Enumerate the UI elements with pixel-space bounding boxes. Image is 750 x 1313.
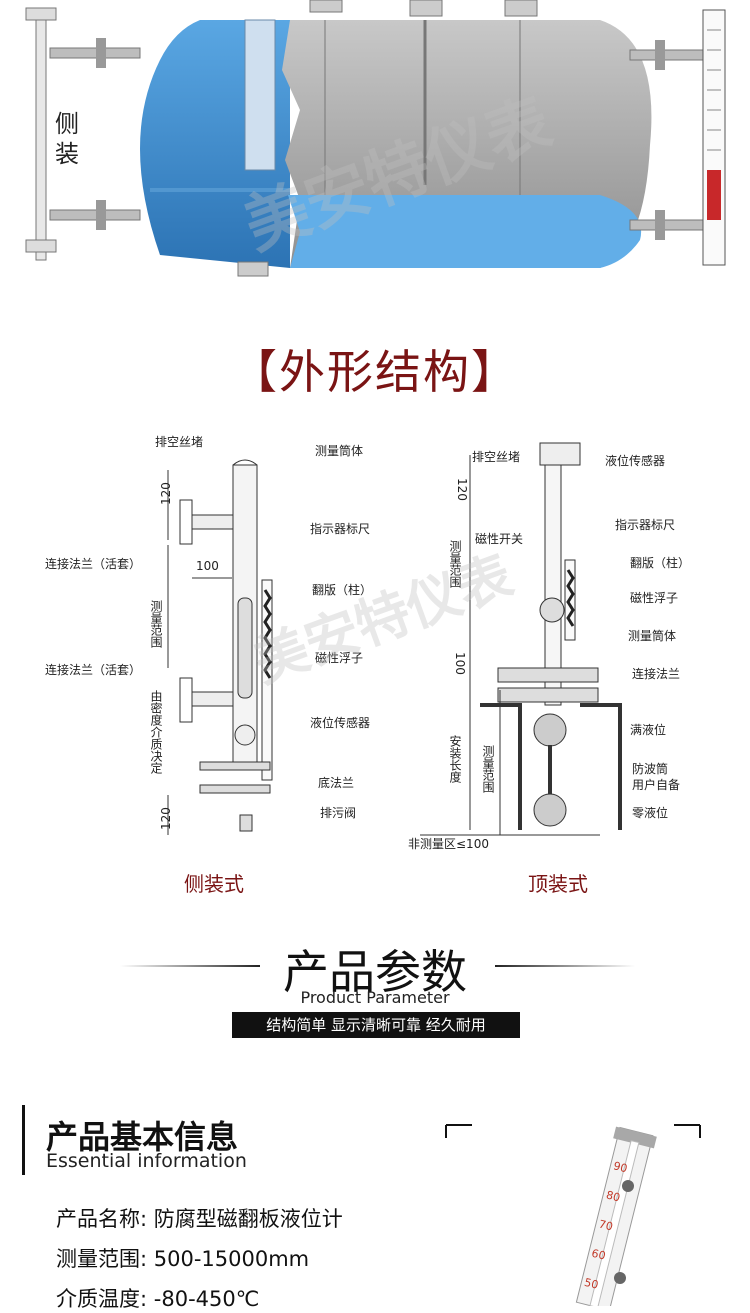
product-photo: 90 80 70 60 50 xyxy=(445,1124,701,1306)
spec-row: 介质温度: -80-450℃ xyxy=(56,1283,259,1313)
side-mount-drawing xyxy=(167,459,273,835)
label-indicator-scale: 指示器标尺 xyxy=(310,521,370,536)
top-mount-caption: 顶装式 xyxy=(528,872,588,896)
scale-mark: 80 xyxy=(605,1188,622,1204)
label-flap: 翻版（柱） xyxy=(312,582,372,597)
divider-left xyxy=(120,965,260,967)
spec-label: 介质温度: xyxy=(56,1287,148,1311)
params-tagline: 结构简单 显示清晰可靠 经久耐用 xyxy=(232,1012,520,1038)
section-title: 【外形结构】 xyxy=(231,345,519,399)
label-float: 磁性浮子 xyxy=(315,650,363,665)
top-label-flap: 翻版（柱） xyxy=(630,555,690,570)
label-density-note: 由密度介质决定 xyxy=(149,690,163,775)
top-label-flange: 连接法兰 xyxy=(632,666,680,681)
scale-mark: 70 xyxy=(597,1218,614,1234)
top-label-float: 磁性浮子 xyxy=(630,590,678,605)
info-subtitle: Essential information xyxy=(46,1150,247,1172)
label-vent-plug: 排空丝堵 xyxy=(155,435,203,449)
spec-label: 产品名称: xyxy=(56,1207,148,1231)
spec-value: 防腐型磁翻板液位计 xyxy=(153,1207,343,1231)
side-label-2: 装 xyxy=(55,140,79,168)
label-bottom-flange: 底法兰 xyxy=(318,775,354,790)
spec-value: 500-15000mm xyxy=(153,1247,310,1271)
info-accent-bar xyxy=(22,1105,25,1175)
top-label-install-length: 安装长度 xyxy=(448,734,462,783)
scale-mark: 50 xyxy=(583,1276,600,1292)
top-label-wave-tube-1: 防波筒 xyxy=(632,761,668,776)
label-tube: 测量筒体 xyxy=(315,443,363,458)
top-label-measure-range-2: 测量范围 xyxy=(481,745,495,793)
dim-120-bottom: 120 xyxy=(159,807,173,830)
params-title: 产品参数 xyxy=(283,945,467,999)
top-label-zero-level: 零液位 xyxy=(632,805,668,820)
top-label-non-measure: 非测量区≤100 xyxy=(408,837,489,851)
scale-mark: 90 xyxy=(612,1159,629,1175)
corner-mark-right xyxy=(674,1124,701,1138)
label-sensor: 液位传感器 xyxy=(310,715,370,730)
top-label-switch: 磁性开关 xyxy=(475,531,523,546)
structure-drawings: 排空丝堵 测量筒体 指示器标尺 翻版（柱） 磁性浮子 液位传感器 底法兰 排污阀… xyxy=(45,435,690,851)
top-label-vent-plug: 排空丝堵 xyxy=(472,450,520,464)
side-label-1: 侧 xyxy=(55,110,79,138)
top-label-full-level: 满液位 xyxy=(630,722,666,737)
label-drain-valve: 排污阀 xyxy=(320,806,356,820)
top-mount-drawing xyxy=(420,442,622,836)
drawing-watermark: 美安特仪表 xyxy=(245,543,520,695)
side-gauge-right xyxy=(629,9,726,266)
top-label-measure-range: 测量范围 xyxy=(448,540,462,588)
params-subtitle: Product Parameter xyxy=(300,988,450,1007)
top-label-sensor: 液位传感器 xyxy=(605,453,665,468)
top-label-tube: 测量筒体 xyxy=(628,628,676,643)
top-label-wave-tube-2: 用户自备 xyxy=(632,777,680,792)
top-dim-100: 100 xyxy=(453,652,467,675)
top-dim-120: 120 xyxy=(455,478,469,501)
top-label-indicator: 指示器标尺 xyxy=(615,517,675,532)
spec-row: 测量范围: 500-15000mm xyxy=(56,1243,309,1273)
dim-100: 100 xyxy=(196,559,219,573)
divider-right xyxy=(495,965,635,967)
dim-120-top: 120 xyxy=(159,482,173,505)
spec-value: -80-450℃ xyxy=(153,1287,260,1311)
label-flange-bottom: 连接法兰（活套） xyxy=(45,662,141,677)
spec-row: 产品名称: 防腐型磁翻板液位计 xyxy=(56,1203,343,1233)
tank-illustration: 侧 装 美安特仪表 xyxy=(25,0,726,277)
label-flange-top: 连接法兰（活套） xyxy=(45,556,141,571)
info-title: 产品基本信息 xyxy=(46,1118,239,1156)
scale-mark: 60 xyxy=(590,1247,607,1263)
spec-label: 测量范围: xyxy=(56,1247,148,1271)
side-mount-caption: 侧装式 xyxy=(184,872,244,896)
side-mount-labels: 排空丝堵 测量筒体 指示器标尺 翻版（柱） 磁性浮子 液位传感器 底法兰 排污阀… xyxy=(45,435,372,830)
label-measure-range: 测量范围 xyxy=(149,600,163,648)
side-gauge-left xyxy=(25,7,141,261)
top-mount-labels: 排空丝堵 液位传感器 指示器标尺 磁性开关 翻版（柱） 磁性浮子 测量筒体 连接… xyxy=(408,450,690,851)
corner-mark-left xyxy=(445,1124,472,1138)
